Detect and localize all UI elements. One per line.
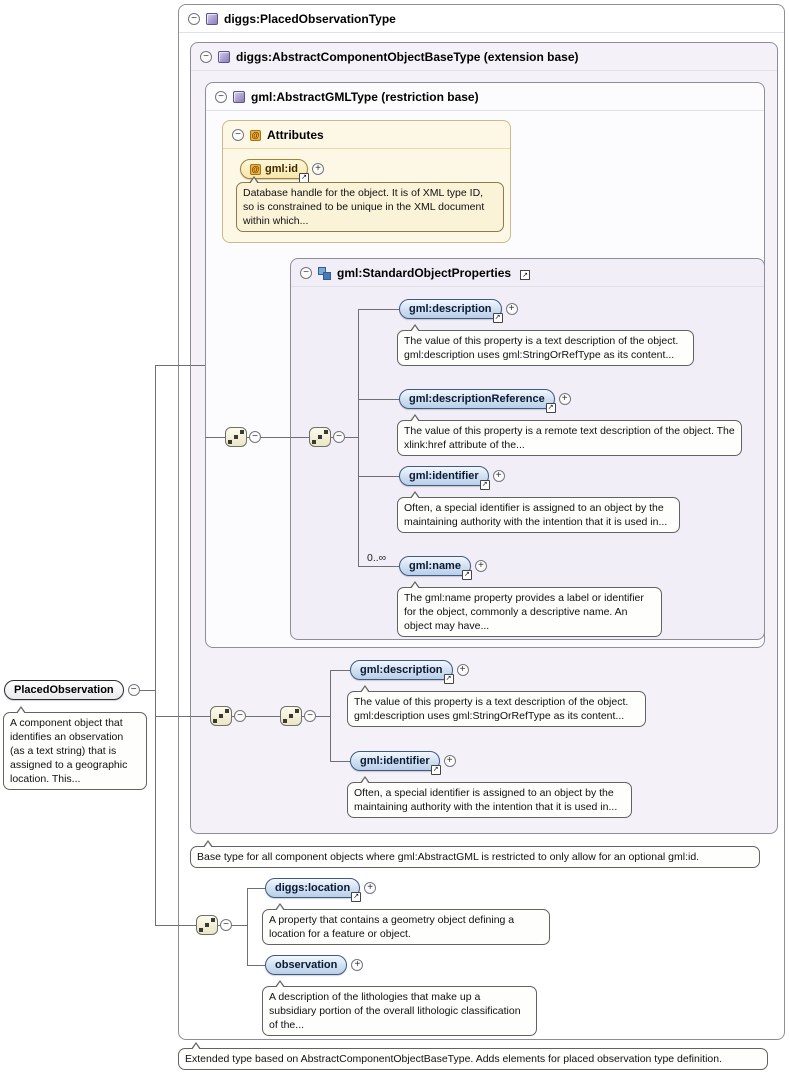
element-label: gml:identifier	[360, 755, 430, 767]
expand-icon[interactable]: +	[351, 959, 364, 971]
link-icon[interactable]: ↗	[443, 674, 454, 684]
type-title: diggs:AbstractComponentObjectBaseType (e…	[236, 50, 579, 64]
element-label: gml:descriptionReference	[409, 393, 545, 405]
type-title: diggs:PlacedObservationType	[224, 12, 396, 26]
sequence-compositor-icon[interactable]	[309, 427, 331, 447]
sequence-compositor-icon[interactable]	[225, 427, 247, 447]
collapse-icon[interactable]: −	[127, 684, 140, 696]
collapse-icon[interactable]: −	[188, 13, 200, 25]
annotation-root-type: Extended type based on AbstractComponent…	[178, 1041, 768, 1071]
expand-icon[interactable]: +	[492, 470, 505, 482]
attribute-row: @ gml:id ↗ +	[240, 159, 324, 183]
type-box-header: − diggs:AbstractComponentObjectBaseType …	[191, 43, 777, 71]
link-icon[interactable]: ↗	[461, 570, 472, 580]
group-title: gml:StandardObjectProperties	[337, 266, 512, 280]
annotation-gml-name: The gml:name property provides a label o…	[397, 580, 662, 638]
sequence-compositor-icon[interactable]	[196, 915, 218, 935]
collapse-icon[interactable]: −	[300, 267, 312, 279]
collapse-icon[interactable]: −	[304, 710, 316, 722]
link-icon[interactable]: ↗	[351, 892, 362, 902]
attribute-icon: @	[250, 163, 261, 175]
annotation-diggs-location: A property that contains a geometry obje…	[262, 902, 550, 946]
attribute-gml-id[interactable]: @ gml:id ↗	[240, 159, 309, 183]
link-icon[interactable]: ↗	[545, 403, 556, 413]
type-title: gml:AbstractGMLType (restriction base)	[251, 90, 479, 104]
element-label: gml:description	[360, 664, 443, 676]
collapse-icon[interactable]: −	[215, 91, 227, 103]
expand-icon[interactable]: +	[364, 882, 377, 894]
element-label: PlacedObservation	[14, 684, 114, 696]
element-row: gml:name ↗ +	[399, 556, 487, 580]
cardinality-label: 0..∞	[367, 552, 387, 564]
complex-type-icon	[206, 13, 218, 25]
sequence-dots	[219, 714, 223, 718]
element-row: gml:identifier ↗ +	[350, 751, 456, 775]
annotation-gml-id: Database handle for the object. It is of…	[236, 175, 504, 233]
sequence-dots	[289, 714, 293, 718]
expand-icon[interactable]: +	[474, 560, 487, 572]
link-icon[interactable]: ↗	[520, 270, 531, 280]
collapse-icon[interactable]: −	[220, 919, 232, 931]
element-diggs-location[interactable]: diggs:location ↗	[265, 878, 362, 902]
link-icon[interactable]: ↗	[492, 313, 503, 323]
annotation-gml-description: The value of this property is a text des…	[347, 684, 646, 728]
link-icon[interactable]: ↗	[430, 765, 441, 775]
annotation-gml-description-reference: The value of this property is a remote t…	[397, 413, 742, 457]
expand-icon[interactable]: +	[443, 755, 456, 767]
annotation-gml-identifier: Often, a special identifier is assigned …	[347, 775, 632, 819]
attribute-group-icon: @	[250, 129, 261, 141]
collapse-icon[interactable]: −	[234, 710, 246, 722]
expand-icon[interactable]: +	[456, 664, 469, 676]
sequence-dots	[234, 435, 238, 439]
element-label: observation	[275, 959, 338, 971]
sequence-compositor-icon[interactable]	[210, 706, 232, 726]
annotation-gml-identifier: Often, a special identifier is assigned …	[397, 490, 680, 534]
collapse-icon[interactable]: −	[333, 431, 345, 443]
sequence-compositor-icon[interactable]	[280, 706, 302, 726]
element-row: gml:identifier ↗ +	[399, 466, 505, 490]
complex-type-icon	[233, 91, 245, 103]
element-label: gml:name	[409, 560, 461, 572]
attributes-box-header: − @ Attributes	[223, 121, 510, 149]
element-label: gml:description	[409, 303, 492, 315]
collapse-icon[interactable]: −	[200, 51, 212, 63]
expand-icon[interactable]: +	[505, 303, 518, 315]
annotation-placed-observation: A component object that identifies an ob…	[3, 705, 147, 791]
element-placed-observation[interactable]: PlacedObservation	[4, 680, 124, 700]
attributes-title: Attributes	[267, 128, 324, 142]
element-row: gml:description ↗ +	[350, 660, 469, 684]
type-box-header: − gml:AbstractGMLType (restriction base)	[206, 83, 764, 111]
element-gml-name[interactable]: gml:name ↗	[399, 556, 472, 580]
group-box-header: − gml:StandardObjectProperties ↗	[291, 259, 764, 287]
sequence-dots	[205, 923, 209, 927]
collapse-icon[interactable]: −	[232, 129, 244, 141]
element-gml-description[interactable]: gml:description ↗	[350, 660, 454, 684]
element-observation[interactable]: observation	[265, 955, 348, 975]
element-gml-description[interactable]: gml:description ↗	[399, 299, 503, 323]
model-group-icon	[318, 266, 331, 280]
element-label: gml:identifier	[409, 470, 479, 482]
attribute-label: gml:id	[265, 163, 298, 175]
element-gml-identifier[interactable]: gml:identifier ↗	[399, 466, 490, 490]
element-row: gml:descriptionReference ↗ +	[399, 389, 571, 413]
annotation-gml-description: The value of this property is a text des…	[397, 323, 694, 367]
expand-icon[interactable]: +	[558, 393, 571, 405]
annotation-observation: A description of the lithologies that ma…	[262, 979, 537, 1037]
complex-type-icon	[218, 51, 230, 63]
expand-icon[interactable]: +	[312, 163, 324, 175]
link-icon[interactable]: ↗	[479, 480, 490, 490]
sequence-dots	[318, 435, 322, 439]
type-box-header: − diggs:PlacedObservationType	[179, 5, 784, 33]
root-element-row: PlacedObservation −	[4, 680, 140, 700]
element-gml-identifier[interactable]: gml:identifier ↗	[350, 751, 441, 775]
collapse-icon[interactable]: −	[249, 431, 261, 443]
element-row: observation +	[265, 955, 364, 975]
element-label: diggs:location	[275, 882, 351, 894]
annotation-base-type: Base type for all component objects wher…	[190, 839, 760, 869]
element-row: gml:description ↗ +	[399, 299, 518, 323]
element-row: diggs:location ↗ +	[265, 878, 377, 902]
element-gml-description-reference[interactable]: gml:descriptionReference ↗	[399, 389, 556, 413]
